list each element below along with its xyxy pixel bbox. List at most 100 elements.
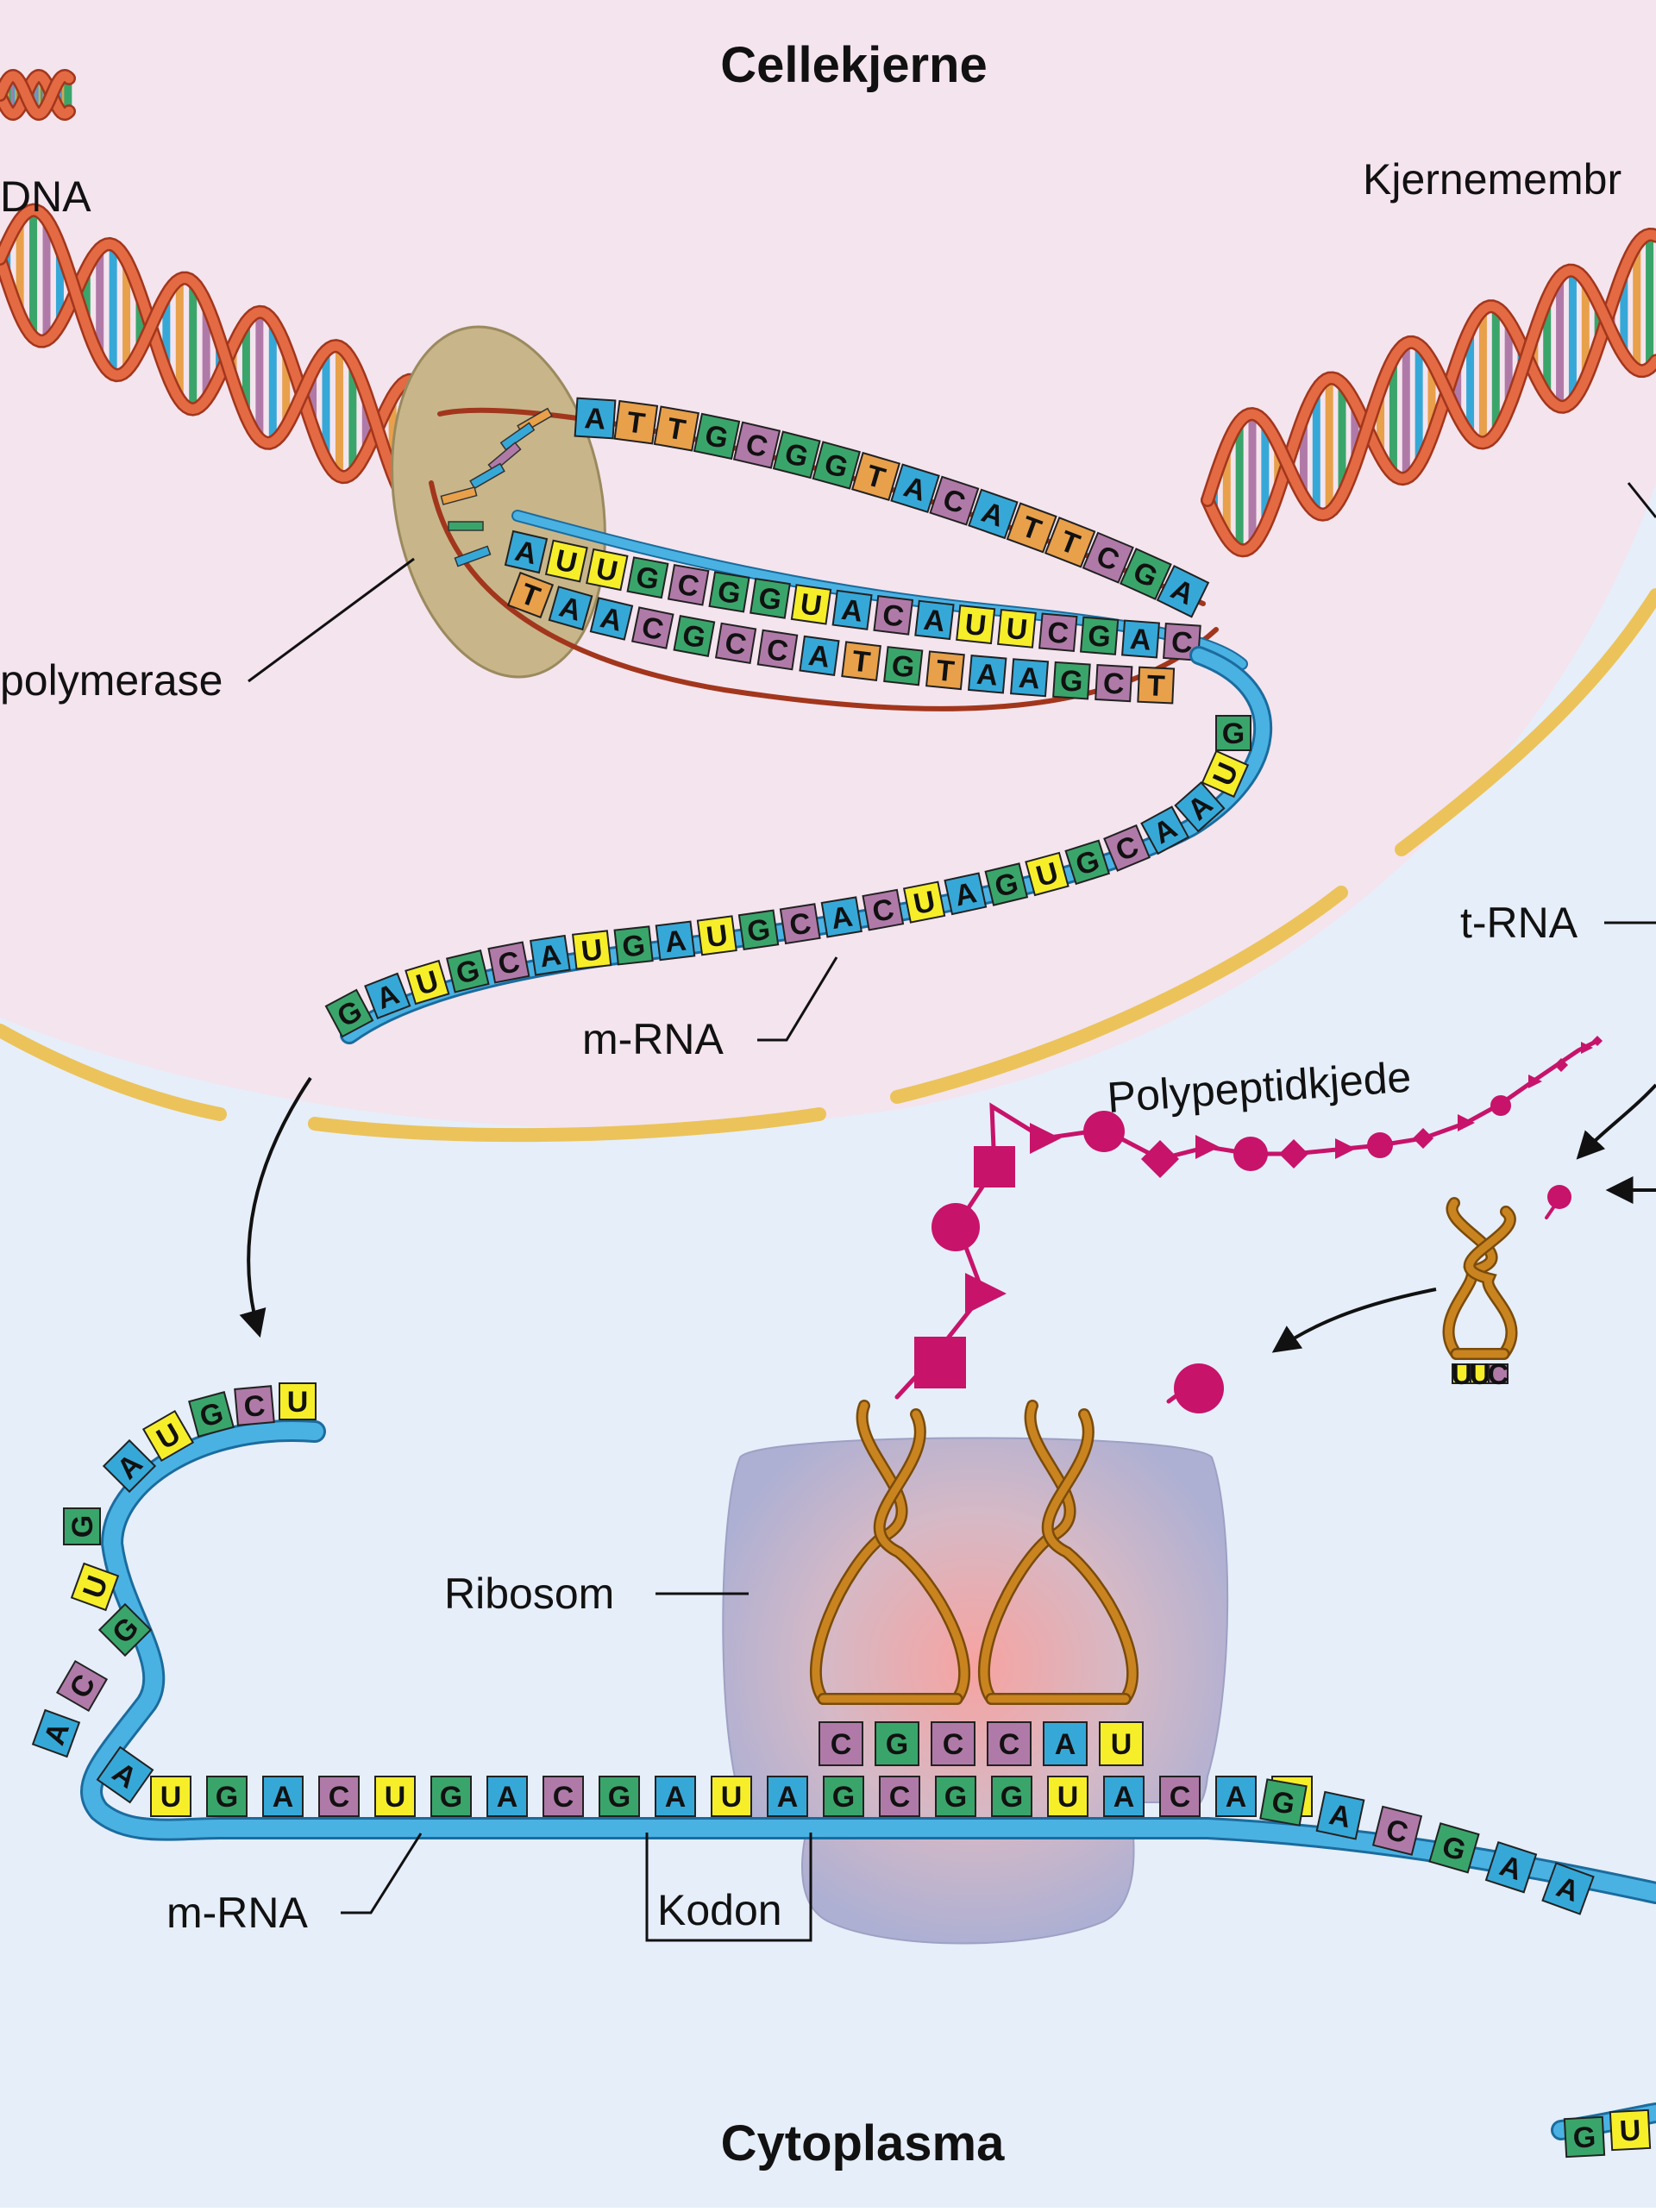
nucleotide-base: G xyxy=(324,988,374,1038)
base-letter: C xyxy=(764,633,790,668)
base-letter: T xyxy=(935,654,957,688)
base-tile xyxy=(931,1721,975,1766)
base-tile xyxy=(487,941,530,984)
nucleotide-base: U xyxy=(572,930,612,970)
base-tile xyxy=(63,1507,101,1545)
nucleotide-base: G xyxy=(1080,616,1120,655)
base-letter: C xyxy=(723,626,749,662)
base-tile xyxy=(850,451,901,501)
nucleotide-base: U xyxy=(1452,1358,1473,1391)
base-tile xyxy=(929,475,980,526)
dna-backbone xyxy=(0,71,74,119)
nucleotide-base: C xyxy=(1488,1358,1509,1391)
base-tile xyxy=(1103,824,1151,872)
nucleotide-base: T xyxy=(1137,666,1176,705)
nucleotide-base: C xyxy=(318,1776,360,1817)
amino-acid xyxy=(1592,1036,1603,1046)
base-letter: G xyxy=(608,1781,630,1814)
dna-backbone xyxy=(1202,266,1656,520)
base-letter: U xyxy=(1057,1781,1079,1814)
amino-acid xyxy=(1083,1111,1125,1152)
codon-label: Kodon xyxy=(657,1886,782,1934)
base-tile xyxy=(772,430,821,479)
amino-acid xyxy=(1413,1128,1433,1149)
base-tile xyxy=(96,1745,154,1804)
base-letter: A xyxy=(922,604,947,639)
base-tile xyxy=(1215,1776,1257,1817)
nucleotide-base: A xyxy=(1484,1840,1538,1894)
base-letter: C xyxy=(999,1728,1020,1761)
nucleotide-base: U xyxy=(1047,1776,1088,1817)
base-tile xyxy=(1052,661,1091,700)
cytoplasm-title: Cytoplasma xyxy=(721,2115,1006,2171)
nucleotide-base: A xyxy=(530,934,571,976)
base-tile xyxy=(626,556,669,599)
nucleotide-base: G xyxy=(1563,2115,1606,2159)
amino-acid xyxy=(1458,1114,1475,1131)
base-tile xyxy=(862,888,905,931)
base-tile xyxy=(997,608,1037,649)
base-tile xyxy=(1025,851,1070,897)
nucleotide-base: G xyxy=(991,1776,1032,1817)
base-tile xyxy=(1103,1776,1145,1817)
base-letter: A xyxy=(663,924,688,960)
base-letter: U xyxy=(1452,1358,1473,1391)
base-tile xyxy=(574,397,617,440)
base-tile xyxy=(31,1708,81,1758)
free-nucleotide xyxy=(469,462,505,490)
base-tile xyxy=(711,1776,752,1817)
base-tile xyxy=(613,399,659,445)
base-tile xyxy=(819,1721,863,1766)
base-tile xyxy=(841,641,881,681)
nucleotide-base: A xyxy=(890,463,940,513)
base-letter: A xyxy=(583,402,606,436)
base-tile xyxy=(799,635,840,677)
nucleotide-base: A xyxy=(1043,1721,1088,1766)
nucleotide-base: U xyxy=(374,1776,416,1817)
base-letter: C xyxy=(553,1781,574,1814)
base-tile xyxy=(589,597,634,641)
base-letter: U xyxy=(385,1781,406,1814)
base-tile xyxy=(667,564,710,606)
base-tile xyxy=(102,1438,157,1494)
base-tile xyxy=(530,934,571,976)
nucleotide-base: G xyxy=(188,1391,235,1438)
base-tile xyxy=(1371,1805,1423,1856)
base-letter: A xyxy=(975,658,1000,692)
trna-backbone xyxy=(1044,1410,1137,1703)
base-tile xyxy=(486,1776,528,1817)
amino-acid xyxy=(1490,1095,1511,1116)
base-tile xyxy=(779,903,821,945)
base-tile xyxy=(987,1721,1032,1766)
base-tile xyxy=(55,1659,109,1713)
nucleotide-base: G xyxy=(1428,1822,1480,1874)
nucleotide-base: G xyxy=(430,1776,472,1817)
base-letter: U xyxy=(799,587,825,623)
base-tile xyxy=(883,646,924,686)
base-tile xyxy=(708,571,750,613)
nucleotide-base: C xyxy=(987,1721,1032,1766)
base-tile xyxy=(1609,2109,1652,2152)
nucleotide-base: T xyxy=(841,641,881,681)
nucleotide-base: A xyxy=(1121,619,1160,659)
nucleotide-base: G xyxy=(708,571,750,613)
nucleotide-base: A xyxy=(262,1776,304,1817)
base-tile xyxy=(956,605,996,645)
base-letter: G xyxy=(756,581,784,617)
base-tile xyxy=(820,896,862,938)
base-letter: C xyxy=(1046,616,1070,650)
base-tile xyxy=(374,1776,416,1817)
base-tile xyxy=(1215,715,1251,751)
base-tile xyxy=(653,405,699,452)
amino-acid xyxy=(932,1203,980,1251)
free-nucleotide xyxy=(499,422,536,451)
base-letter: U xyxy=(160,1781,182,1814)
dna-backbone xyxy=(0,205,471,517)
base-tile xyxy=(234,1385,275,1426)
base-tile xyxy=(1080,616,1120,655)
base-letter: A xyxy=(777,1781,799,1814)
base-letter: A xyxy=(273,1781,294,1814)
base-tile xyxy=(1043,1721,1088,1766)
